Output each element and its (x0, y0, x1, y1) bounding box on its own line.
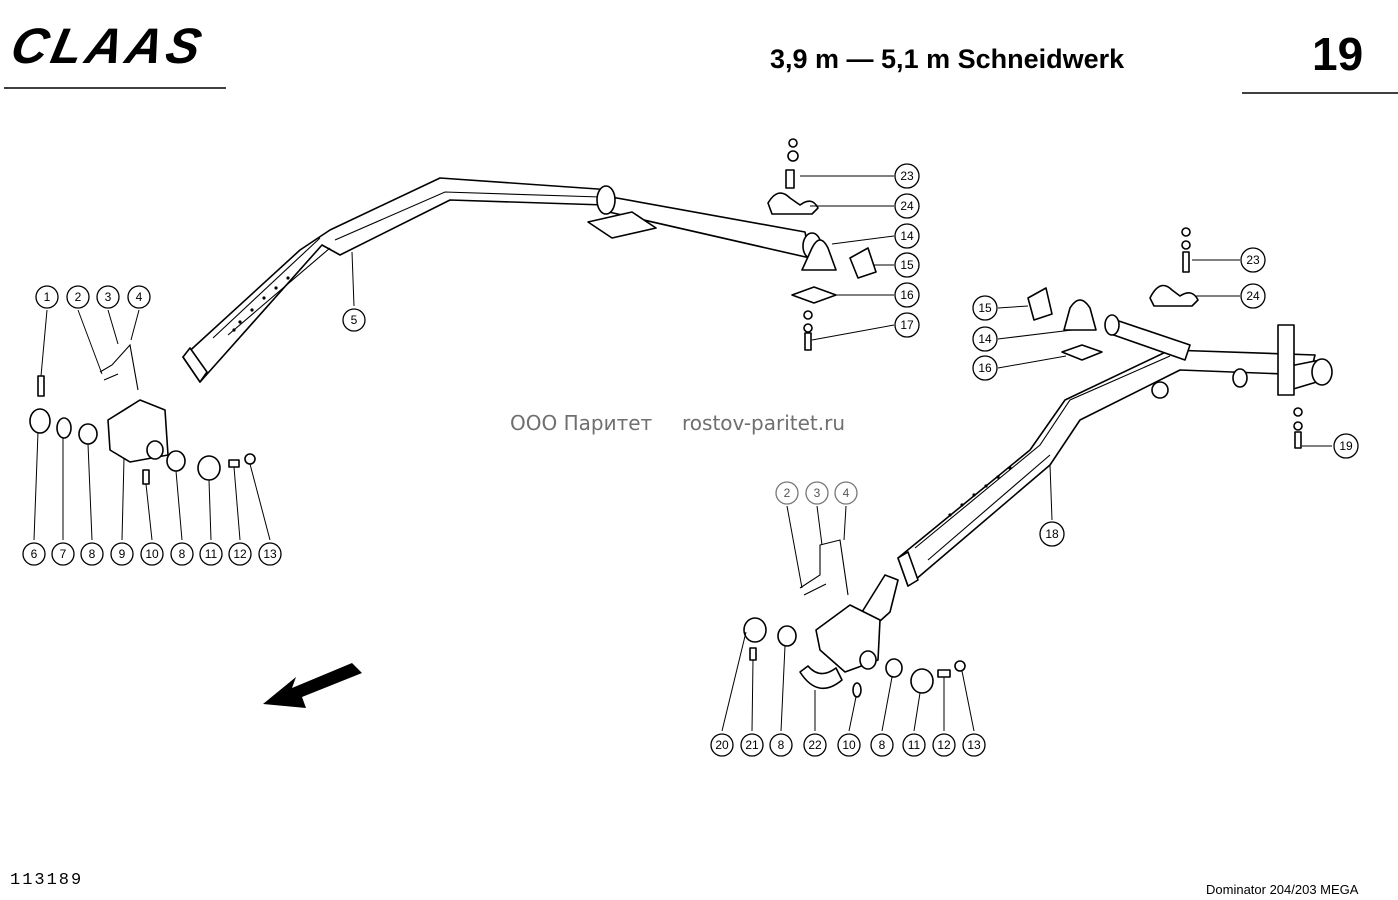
drawing-number: 113189 (10, 871, 83, 890)
callouts-left: 1 2 3 4 5 6 7 8 9 10 8 11 12 13 23 24 14… (22, 163, 920, 566)
svg-text:8: 8 (89, 547, 96, 561)
reel-support-arm-left (182, 177, 822, 383)
page-number: 19 (1312, 28, 1363, 80)
callout-23: 23 (894, 163, 920, 189)
svg-text:13: 13 (263, 547, 277, 561)
travel-direction-arrow (263, 663, 362, 708)
svg-text:24: 24 (1246, 289, 1260, 303)
callout-r4: 4 (834, 481, 858, 505)
watermark-company: ООО Паритет (510, 411, 653, 435)
svg-text:17: 17 (900, 318, 914, 332)
callout-r18: 18 (1039, 521, 1065, 547)
callout-4: 4 (127, 285, 151, 309)
callout-11: 11 (199, 542, 223, 566)
left-pivot-parts (29, 343, 256, 485)
callout-2: 2 (66, 285, 90, 309)
svg-text:4: 4 (136, 290, 143, 304)
callout-r16: 16 (972, 355, 998, 381)
callout-r15: 15 (972, 295, 998, 321)
svg-text:11: 11 (205, 547, 218, 561)
right-pivot-parts (743, 539, 966, 698)
svg-text:2: 2 (784, 486, 791, 500)
svg-text:12: 12 (937, 738, 951, 752)
callouts-right: 15 14 16 23 24 19 18 2 3 4 20 21 8 22 10… (710, 247, 1359, 757)
svg-text:5: 5 (351, 313, 358, 327)
callout-r11: 11 (902, 733, 926, 757)
svg-text:1: 1 (44, 290, 51, 304)
callout-1: 1 (35, 285, 59, 309)
callout-15: 15 (894, 252, 920, 278)
callout-r3: 3 (805, 481, 829, 505)
left-mounting-hardware (767, 138, 877, 351)
svg-text:10: 10 (145, 547, 159, 561)
machine-model: Dominator 204/203 MEGA (1206, 882, 1359, 897)
callout-5: 5 (342, 308, 366, 332)
svg-text:23: 23 (1246, 253, 1260, 267)
callout-r22: 22 (803, 733, 827, 757)
svg-text:3: 3 (814, 486, 821, 500)
svg-text:10: 10 (842, 738, 856, 752)
callout-r21: 21 (740, 733, 764, 757)
callout-16: 16 (894, 282, 920, 308)
svg-text:21: 21 (745, 738, 759, 752)
svg-text:2: 2 (75, 290, 82, 304)
callout-r8b: 8 (870, 733, 894, 757)
callout-3: 3 (96, 285, 120, 309)
callout-13: 13 (258, 542, 282, 566)
callout-24: 24 (894, 193, 920, 219)
callout-14: 14 (894, 223, 920, 249)
callout-17: 17 (894, 312, 920, 338)
svg-text:18: 18 (1045, 527, 1059, 541)
callout-r24: 24 (1240, 283, 1266, 309)
callout-r13: 13 (962, 733, 986, 757)
callout-9: 9 (110, 542, 134, 566)
svg-text:24: 24 (900, 199, 914, 213)
svg-text:19: 19 (1339, 439, 1353, 453)
svg-text:9: 9 (119, 547, 126, 561)
callout-8b: 8 (170, 542, 194, 566)
svg-text:3: 3 (105, 290, 112, 304)
svg-text:23: 23 (900, 169, 914, 183)
svg-text:4: 4 (843, 486, 850, 500)
callout-12: 12 (228, 542, 252, 566)
right-mounting-hardware (1027, 227, 1303, 449)
callout-r2: 2 (775, 481, 799, 505)
svg-text:8: 8 (179, 547, 186, 561)
svg-text:8: 8 (778, 738, 785, 752)
svg-text:15: 15 (900, 258, 914, 272)
svg-text:20: 20 (715, 738, 729, 752)
callout-10: 10 (140, 542, 164, 566)
svg-text:7: 7 (60, 547, 67, 561)
svg-text:16: 16 (978, 361, 992, 375)
leader-lines (33, 175, 1332, 732)
svg-text:16: 16 (900, 288, 914, 302)
svg-text:15: 15 (978, 301, 992, 315)
page-title: 3,9 m — 5,1 m Schneidwerk (770, 44, 1125, 74)
callout-8a: 8 (80, 542, 104, 566)
callout-r8a: 8 (769, 733, 793, 757)
callout-r14: 14 (972, 326, 998, 352)
reel-support-arm-right (897, 314, 1333, 587)
callout-r20: 20 (710, 733, 734, 757)
callout-r19: 19 (1333, 433, 1359, 459)
svg-text:14: 14 (900, 229, 914, 243)
svg-text:13: 13 (967, 738, 981, 752)
svg-text:12: 12 (233, 547, 247, 561)
svg-text:11: 11 (908, 738, 921, 752)
callout-r12: 12 (932, 733, 956, 757)
callout-r23: 23 (1240, 247, 1266, 273)
svg-text:8: 8 (879, 738, 886, 752)
callout-r10: 10 (837, 733, 861, 757)
svg-text:6: 6 (31, 547, 38, 561)
callout-6: 6 (22, 542, 46, 566)
claas-logo: CLAAS (6, 18, 210, 74)
svg-text:14: 14 (978, 332, 992, 346)
watermark-site: rostov-paritet.ru (682, 411, 845, 435)
svg-text:22: 22 (808, 738, 822, 752)
callout-7: 7 (51, 542, 75, 566)
